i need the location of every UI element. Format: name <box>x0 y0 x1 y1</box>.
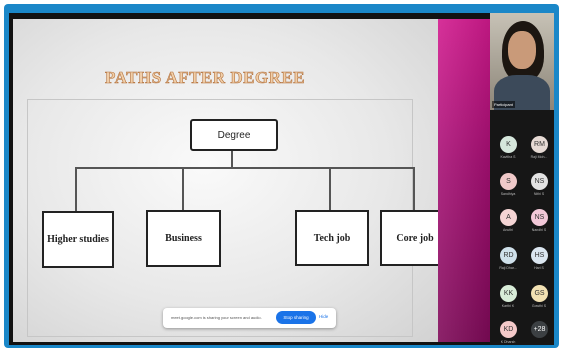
participant-tile[interactable]: KK Karthi K <box>494 282 522 312</box>
participant-name: Gowthi S <box>531 304 547 308</box>
participant-avatar: S <box>500 173 517 190</box>
stop-sharing-button[interactable]: Stop sharing <box>276 311 316 324</box>
participant-avatar: KK <box>500 285 517 302</box>
participant-name: Sandhiya <box>500 192 516 196</box>
participant-tile[interactable]: RD Raji Dhar... <box>494 244 522 274</box>
participant-tile[interactable]: K Kavitha S <box>494 133 522 163</box>
participant-name: Nithi S <box>533 192 545 196</box>
shared-slide <box>13 19 438 342</box>
participant-name: Kavitha S <box>500 155 516 159</box>
presenter-name: Participant <box>492 101 515 108</box>
participant-tile[interactable]: KD K Dharsh <box>494 318 522 348</box>
participant-avatar: K <box>500 136 517 153</box>
participant-name: Raji Moh... <box>530 155 548 159</box>
participant-avatar: A <box>500 209 517 226</box>
participant-avatar: HS <box>531 247 548 264</box>
screen-sharing-bar: meet.google.com is sharing your screen a… <box>163 308 336 328</box>
business-box: Business <box>146 210 221 267</box>
participant-tile[interactable]: HS Hari S <box>525 244 553 274</box>
connector-root-down <box>231 149 233 168</box>
participant-tile[interactable]: S Sandhiya <box>494 170 522 200</box>
presenter-video[interactable]: Participant <box>490 13 554 110</box>
participant-tile[interactable]: +28 <box>525 318 553 348</box>
participant-tile[interactable]: RM Raji Moh... <box>525 133 553 163</box>
participant-avatar: KD <box>500 321 517 338</box>
participant-name: K Dharsh <box>500 340 516 344</box>
higher-studies-box: Higher studies <box>42 211 114 268</box>
participant-tile[interactable]: GS Gowthi S <box>525 282 553 312</box>
participant-tile[interactable]: A Anuthi <box>494 206 522 236</box>
connector-higher-studies <box>75 167 77 212</box>
participant-name: Anuthi <box>503 228 513 232</box>
participant-avatar: +28 <box>531 321 548 338</box>
participant-avatar: NS <box>531 209 548 226</box>
sharing-message: meet.google.com is sharing your screen a… <box>171 315 262 320</box>
connector-horizontal <box>75 167 414 169</box>
participant-name: Raji Dhar... <box>499 266 517 270</box>
participant-tile[interactable]: NS Nithi S <box>525 170 553 200</box>
participant-avatar: NS <box>531 173 548 190</box>
slide-title: PATHS AFTER DEGREE <box>105 68 306 88</box>
participant-name: Hari S <box>534 266 544 270</box>
connector-business <box>182 167 184 211</box>
participant-name: Nandhi S <box>531 228 547 232</box>
participant-avatar: GS <box>531 285 548 302</box>
participant-tile[interactable]: NS Nandhi S <box>525 206 553 236</box>
tech-job-box: Tech job <box>295 210 369 266</box>
participant-avatar: RM <box>531 136 548 153</box>
slide-side-panel <box>438 19 490 342</box>
connector-tech-job <box>329 167 331 211</box>
participant-name: Karthi K <box>501 304 515 308</box>
degree-box: Degree <box>190 119 278 151</box>
connector-core-job <box>413 167 415 211</box>
participant-avatar: RD <box>500 247 517 264</box>
hide-button[interactable]: Hide <box>319 314 329 319</box>
